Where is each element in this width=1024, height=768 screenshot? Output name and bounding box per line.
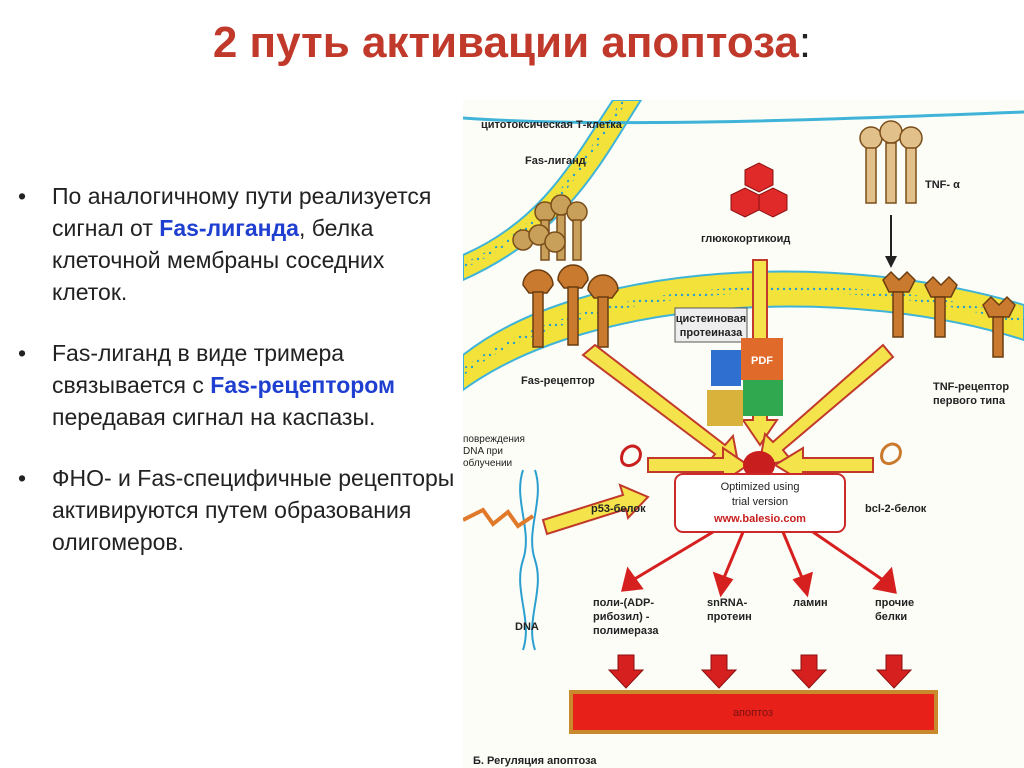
bullet-highlight: Fas-лиганда xyxy=(159,215,299,241)
lamin-label: ламин xyxy=(793,597,828,609)
apoptosis-diagram: цистеиновая протеиназа PDF Optimized usi… xyxy=(463,100,1024,768)
glucocorticoid-label: глюкокортикоид xyxy=(701,233,790,245)
dna-damage-label-2: DNA при xyxy=(463,446,503,457)
glucocorticoid-molecule xyxy=(730,162,788,218)
bullet-item: •ФНО- и Fas-специфичные рецепторы активи… xyxy=(18,465,455,555)
dna-helix xyxy=(519,469,539,651)
bullet-text: передавая сигнал на каспазы. xyxy=(52,404,376,430)
pdf-icon: PDF xyxy=(751,355,773,367)
bullet-text: ФНО- и Fas-специфичные рецепторы активир… xyxy=(52,465,455,555)
bullet-highlight: Fas-рецептором xyxy=(210,372,396,398)
parp-label-3: полимераза xyxy=(593,625,659,637)
top-membrane-line xyxy=(463,110,1024,125)
bullet-text: , белка клеточной мембраны соседних клет… xyxy=(52,215,385,305)
watermark-line-1: Optimized using xyxy=(721,481,800,493)
p53-label: p53-белок xyxy=(591,503,646,515)
parp-label-2: рибозил) - xyxy=(593,611,650,623)
tnf-receptor-label-1: TNF-рецептор xyxy=(933,381,1009,393)
tnf-alpha-label: TNF- α xyxy=(925,179,960,191)
cysteine-protease-box xyxy=(674,307,748,343)
t-cell-label: цитотоксическая Т-клетка xyxy=(481,119,623,131)
red-effector-arrows xyxy=(621,530,897,598)
cysteine-protease-label-1: цистеиновая xyxy=(676,313,746,325)
tnf-receptors xyxy=(882,270,1016,358)
bcl2-label: bcl-2-белок xyxy=(865,503,927,515)
cysteine-protease-label-2: протеиназа xyxy=(680,327,743,339)
diagram-caption: Б. Регуляция апоптоза xyxy=(473,755,597,767)
parp-label-1: поли-(ADP- xyxy=(593,597,654,609)
slide-title-colon: : xyxy=(798,18,812,67)
bullet-list: •По аналогичному пути реализуется сигнал… xyxy=(14,180,462,587)
dna-label: DNA xyxy=(515,621,539,633)
tnf-alpha-trimer xyxy=(859,120,923,204)
other-proteins-label-1: прочие xyxy=(875,597,914,609)
dna-damage-label-3: облучении xyxy=(463,457,512,469)
signal-arrows xyxy=(541,259,895,536)
watermark-box xyxy=(674,473,846,533)
fas-ligand-trimers xyxy=(512,194,588,261)
bullet-text: Fas-лиганд в виде тримера связывается с xyxy=(52,340,345,398)
bcl2-protein-shape xyxy=(880,442,902,466)
bullet-item: •По аналогичному пути реализуется сигнал… xyxy=(18,183,432,305)
apoptosis-diagram-svg: цистеиновая протеиназа PDF Optimized usi… xyxy=(463,100,1024,768)
fas-ligand-label: Fas-лиганд xyxy=(525,155,586,167)
snrna-label-1: snRNA- xyxy=(707,597,748,609)
other-proteins-label-2: белки xyxy=(875,611,907,623)
down-arrows-to-apoptosis xyxy=(607,654,913,689)
tnf-receptor-label-2: первого типа xyxy=(933,395,1006,407)
tnf-arrowhead xyxy=(885,256,897,268)
apoptosis-label: апоптоз xyxy=(733,707,773,719)
fas-receptor-label: Fas-рецептор xyxy=(521,375,595,387)
slide-title-text: 2 путь активации апоптоза xyxy=(212,18,799,67)
watermark-line-3: www.balesio.com xyxy=(713,513,806,525)
radiation-zigzag xyxy=(463,507,535,529)
office-icon-cluster: PDF xyxy=(707,338,783,479)
fas-receptors xyxy=(522,264,619,348)
watermark-line-2: trial version xyxy=(732,496,788,508)
bullet-text: По аналогичному пути реализуется сигнал … xyxy=(52,183,432,241)
apoptosis-bar xyxy=(569,690,938,734)
snrna-label-2: протеин xyxy=(707,611,752,623)
dna-damage-label-1: повреждения xyxy=(463,434,525,445)
bullet-item: •Fas-лиганд в виде тримера связывается с… xyxy=(18,340,396,430)
p53-protein-shape xyxy=(620,444,642,468)
slide-title: 2 путь активации апоптоза: xyxy=(0,18,1024,68)
